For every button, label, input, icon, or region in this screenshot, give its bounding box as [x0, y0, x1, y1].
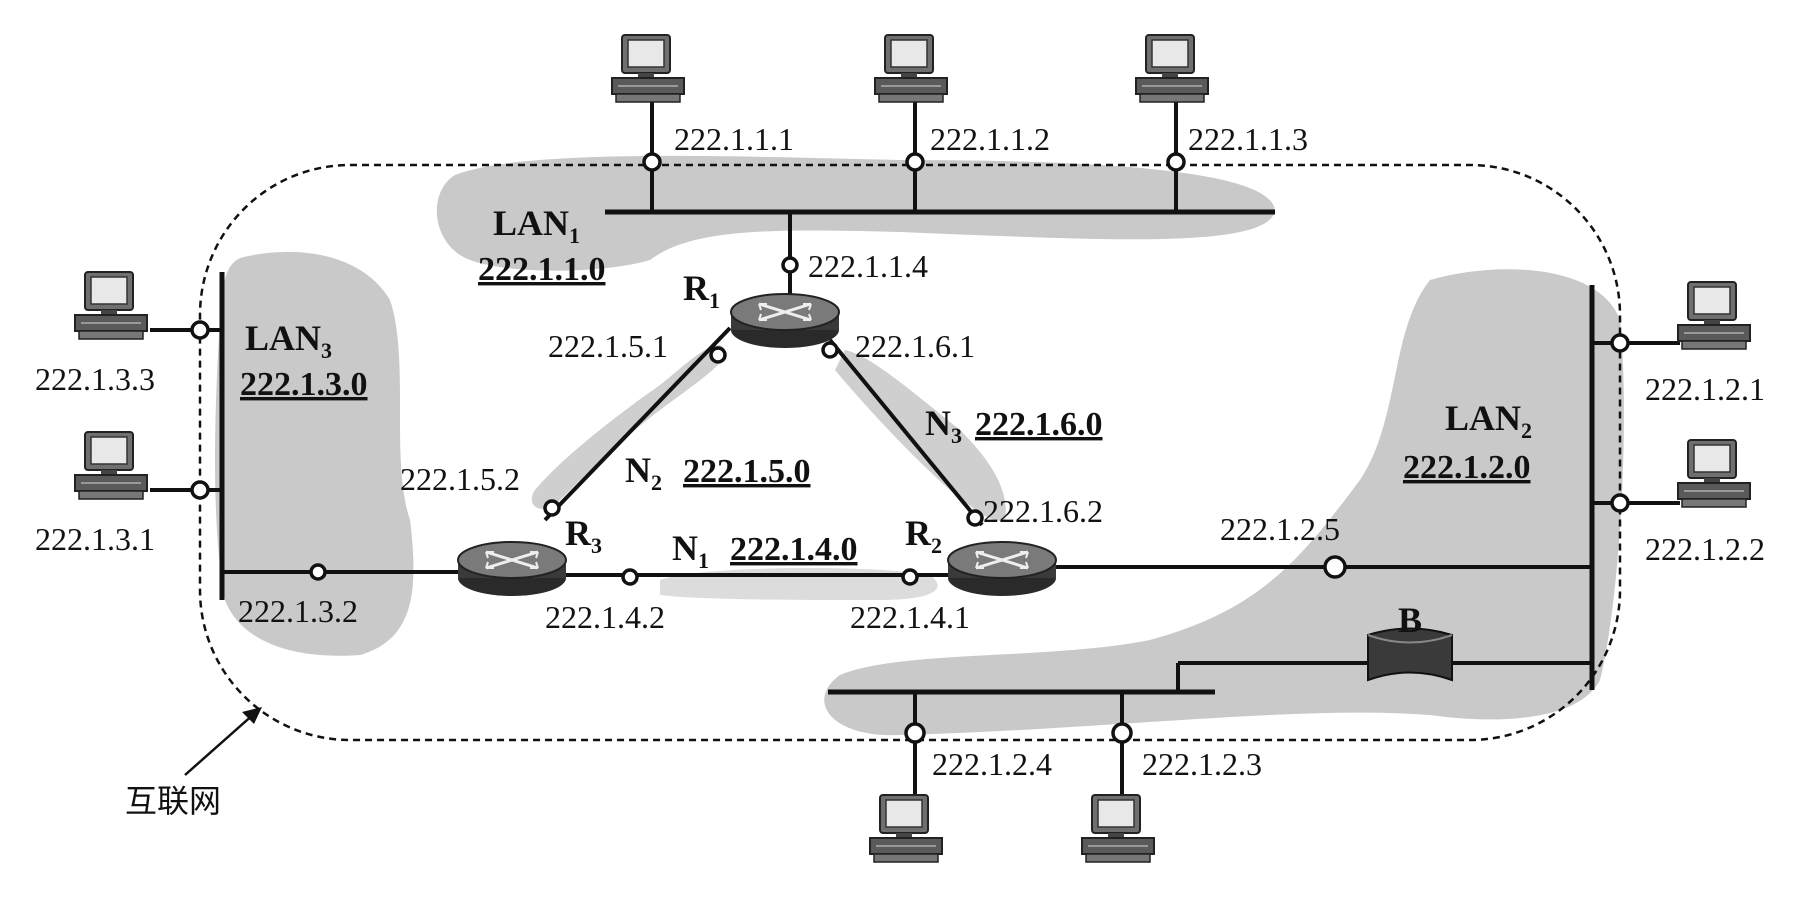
ip-h122: 222.1.2.2 — [1645, 531, 1765, 567]
ip-r2-n1: 222.1.4.1 — [850, 599, 970, 635]
svg-text:N2: N2 — [625, 450, 662, 495]
lan1-bus — [605, 95, 1275, 300]
lan3-label: LAN3 222.1.3.0 — [240, 318, 368, 403]
ip-r2-n3: 222.1.6.2 — [983, 493, 1103, 529]
r2-label: R — [905, 513, 932, 553]
bridge-icon — [1367, 627, 1453, 682]
ip-r1-n3: 222.1.6.1 — [855, 328, 975, 364]
ip-r3-n2: 222.1.5.2 — [400, 461, 520, 497]
lan3-net: 222.1.3.0 — [240, 366, 368, 403]
ip-h124: 222.1.2.4 — [932, 746, 1052, 782]
ip-r3-n1: 222.1.4.2 — [545, 599, 665, 635]
ip-h123: 222.1.2.3 — [1142, 746, 1262, 782]
pc-icon-h123 — [1081, 794, 1155, 863]
n2-net: 222.1.5.0 — [683, 453, 811, 490]
pc-icon-h113 — [1135, 34, 1209, 103]
ip-r3-lan3: 222.1.3.2 — [238, 593, 358, 629]
caption-arrow — [184, 707, 262, 776]
router-r3-icon — [456, 540, 568, 598]
lan3-bus — [150, 272, 490, 600]
lan1-net: 222.1.1.0 — [478, 251, 606, 288]
lan2-bus — [828, 285, 1680, 810]
pc-icon-h131 — [74, 431, 148, 500]
pc-icon-h124 — [869, 794, 943, 863]
ip-h121: 222.1.2.1 — [1645, 371, 1765, 407]
svg-text:R2: R2 — [905, 513, 942, 558]
ip-r2-lan2: 222.1.2.5 — [1220, 511, 1340, 547]
pc-icon-h133 — [74, 271, 148, 340]
pc-icon-h121 — [1677, 281, 1751, 350]
ip-h113: 222.1.1.3 — [1188, 121, 1308, 157]
ip-r1-lan1: 222.1.1.4 — [808, 248, 928, 284]
svg-text:LAN2: LAN2 — [1445, 398, 1532, 443]
router-r1-icon — [729, 292, 841, 350]
svg-text:LAN3: LAN3 — [245, 318, 332, 363]
router-labels: R1 R3 R2 B — [565, 268, 1422, 640]
pc-icon-h112 — [874, 34, 948, 103]
ip-labels: 222.1.1.1 222.1.1.2 222.1.1.3 222.1.1.4 … — [35, 121, 1765, 782]
shaded-regions — [215, 155, 1624, 736]
svg-text:N3: N3 — [925, 403, 962, 448]
ip-h133: 222.1.3.3 — [35, 361, 155, 397]
ip-h112: 222.1.1.2 — [930, 121, 1050, 157]
n2-label: N2 222.1.5.0 — [625, 450, 811, 495]
svg-text:R3: R3 — [565, 513, 602, 558]
internet-caption: 互联网 — [125, 782, 221, 820]
r3-label: R — [565, 513, 592, 553]
r1-label: R — [683, 268, 710, 308]
svg-text:LAN1: LAN1 — [493, 203, 580, 248]
lan1-label: LAN1 222.1.1.0 — [478, 203, 606, 288]
n1-net: 222.1.4.0 — [730, 531, 858, 568]
bridge-label: B — [1398, 600, 1422, 640]
n3-net: 222.1.6.0 — [975, 406, 1103, 443]
lan2-label: LAN2 222.1.2.0 — [1403, 398, 1532, 486]
ip-h131: 222.1.3.1 — [35, 521, 155, 557]
n3-label: N3 222.1.6.0 — [925, 403, 1103, 448]
ip-r1-n2: 222.1.5.1 — [548, 328, 668, 364]
pc-icon-h111 — [611, 34, 685, 103]
ip-h111: 222.1.1.1 — [674, 121, 794, 157]
svg-text:N1: N1 — [672, 528, 709, 573]
svg-text:R1: R1 — [683, 268, 720, 313]
n1-label: N1 222.1.4.0 — [672, 528, 858, 573]
pc-icon-h122 — [1677, 439, 1751, 508]
router-r2-icon — [946, 540, 1058, 598]
interface-dots — [190, 152, 1630, 744]
lan2-net: 222.1.2.0 — [1403, 449, 1531, 486]
